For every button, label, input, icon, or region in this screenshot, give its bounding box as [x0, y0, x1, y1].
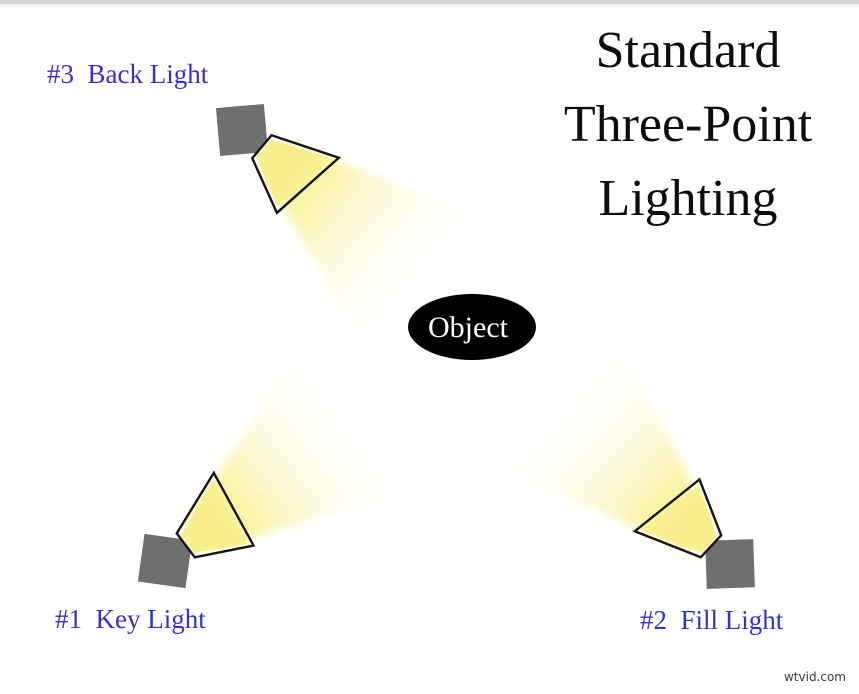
title-line-2: Three-Point: [563, 96, 813, 153]
title-line-1: Standard: [595, 22, 781, 79]
top-border-strip: [0, 0, 859, 8]
diagram-title: Standard Three-Point Lighting: [520, 14, 856, 236]
title-line-3: Lighting: [598, 170, 778, 227]
fill-light-label: #2 Fill Light: [640, 605, 784, 635]
object-ellipse: [408, 294, 536, 360]
watermark-text: wtvid.com: [783, 670, 846, 684]
key-light-label: #1 Key Light: [55, 604, 206, 634]
back-light-label: #3 Back Light: [47, 59, 209, 89]
object-label: Object: [428, 311, 509, 344]
